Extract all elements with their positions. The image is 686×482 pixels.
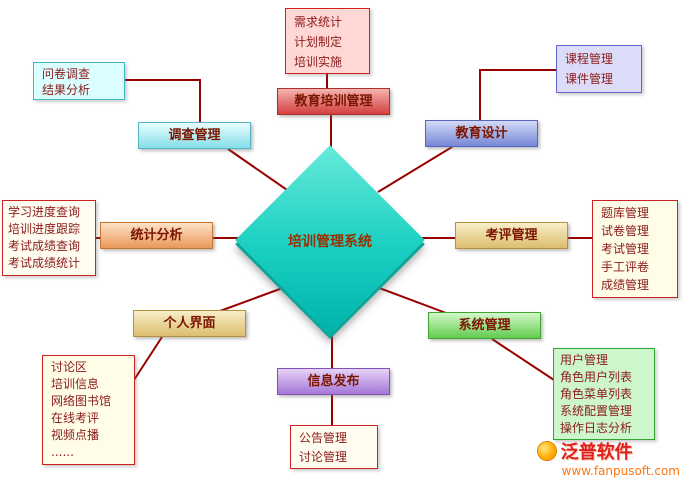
connector-design-detail (479, 69, 556, 120)
brand-logo: 泛普软件 www.fanpusoft.com (536, 438, 680, 478)
center-node-label: 培训管理系统 (288, 234, 372, 250)
detail-line: 操作日志分析 (560, 421, 633, 435)
connector-survey-center (227, 148, 291, 193)
detail-system-management: 用户管理 角色用户列表 角色菜单列表 系统配置管理 操作日志分析 (553, 348, 655, 440)
detail-line: 网络图书馆 (51, 394, 112, 408)
connector-design-center (377, 146, 453, 193)
connector-personal-detail (133, 336, 163, 381)
detail-line: 角色用户列表 (560, 370, 633, 384)
detail-line: 在线考评 (51, 411, 100, 425)
logo-icon (536, 441, 557, 461)
detail-line: 需求统计 (294, 15, 343, 29)
detail-line: 视频点播 (51, 428, 100, 442)
connector-system-center (373, 285, 447, 314)
detail-line: ...... (51, 445, 74, 459)
detail-line: 课程管理 (565, 52, 614, 66)
node-personal-interface: 个人界面 (133, 310, 246, 337)
detail-line: 培训实施 (294, 55, 343, 69)
detail-line: 培训进度跟踪 (8, 222, 81, 236)
detail-education-training: 需求统计 计划制定 培训实施 (285, 8, 370, 74)
detail-line: 课件管理 (565, 72, 614, 86)
detail-line: 培训信息 (51, 377, 100, 391)
detail-line: 手工评卷 (601, 260, 650, 274)
detail-statistics: 学习进度查询 培训进度跟踪 考试成绩查询 考试成绩统计 (2, 200, 96, 276)
detail-line: 学习进度查询 (8, 205, 81, 219)
node-survey-management: 调查管理 (138, 122, 251, 149)
detail-info-release: 公告管理 讨论管理 (290, 425, 378, 469)
logo-url: www.fanpusoft.com (561, 464, 680, 478)
detail-education-design: 课程管理 课件管理 (556, 45, 642, 93)
connector-system-detail (491, 338, 555, 381)
detail-line: 用户管理 (560, 353, 609, 367)
node-education-design: 教育设计 (425, 120, 538, 147)
node-system-management: 系统管理 (428, 312, 541, 339)
detail-line: 系统配置管理 (560, 404, 633, 418)
node-evaluation: 考评管理 (455, 222, 568, 249)
connector-personal-center (219, 285, 289, 312)
detail-line: 结果分析 (42, 83, 91, 97)
node-statistics: 统计分析 (100, 222, 213, 249)
logo-name: 泛普软件 (560, 442, 633, 463)
detail-line: 考试成绩查询 (8, 239, 81, 253)
node-education-training: 教育培训管理 (277, 88, 390, 115)
detail-line: 公告管理 (299, 431, 348, 445)
detail-line: 讨论区 (51, 360, 88, 374)
connector-survey-detail (125, 79, 201, 122)
detail-evaluation: 题库管理 试卷管理 考试管理 手工评卷 成绩管理 (592, 200, 678, 298)
node-info-release: 信息发布 (277, 368, 390, 395)
detail-survey-management: 问卷调查 结果分析 (33, 62, 125, 100)
detail-line: 角色菜单列表 (560, 387, 633, 401)
detail-personal-interface: 讨论区 培训信息 网络图书馆 在线考评 视频点播 ...... (42, 355, 135, 465)
detail-line: 讨论管理 (299, 450, 348, 464)
detail-line: 题库管理 (601, 206, 650, 220)
detail-line: 考试管理 (601, 242, 650, 256)
detail-line: 成绩管理 (601, 278, 650, 292)
detail-line: 问卷调查 (42, 67, 91, 81)
detail-line: 考试成绩统计 (8, 256, 81, 270)
detail-line: 计划制定 (294, 35, 343, 49)
detail-line: 试卷管理 (601, 224, 650, 238)
